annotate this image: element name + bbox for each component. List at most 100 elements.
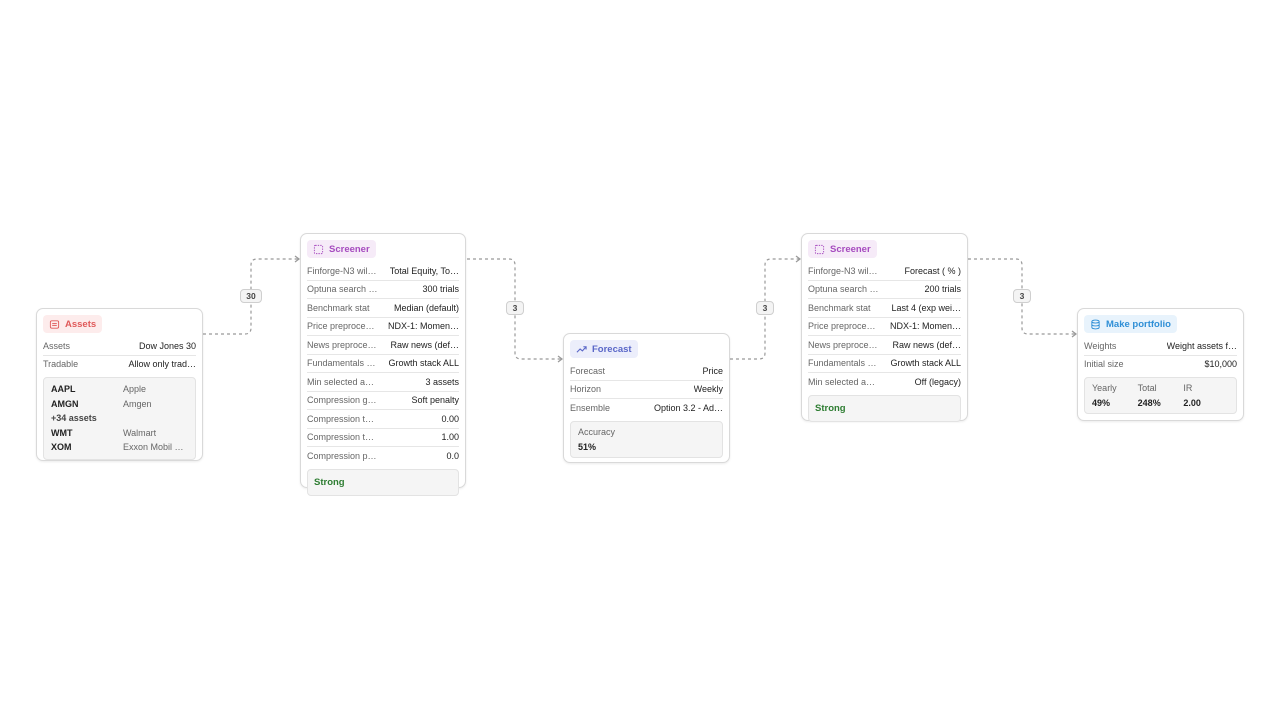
edge-count-badge: 3 <box>506 301 524 315</box>
param-key: Price preproce… <box>808 321 876 332</box>
assets-node-title: Assets <box>43 315 103 333</box>
param-key: News preproce… <box>307 339 377 350</box>
param-key: Min selected a… <box>808 376 876 387</box>
param-value: Raw news (def… <box>390 339 459 350</box>
param-value: Off (legacy) <box>914 376 961 387</box>
stat-value: 248% <box>1137 398 1161 408</box>
param-key: News preproce… <box>808 339 878 350</box>
node-title-label: Forecast <box>592 343 632 355</box>
param-key: Forecast <box>570 365 606 376</box>
param-row: Assets Dow Jones 30 <box>43 337 196 356</box>
param-key: Compression p… <box>307 450 377 461</box>
param-key: Compression t… <box>307 413 375 424</box>
param-value: NDX-1: Momen… <box>387 321 459 332</box>
param-key: Assets <box>43 340 71 351</box>
param-value: 3 assets <box>425 376 459 387</box>
param-row: Price preproce… NDX-1: Momen… <box>808 318 961 336</box>
node-title-label: Make portfolio <box>1106 318 1171 330</box>
param-row: Price preproce… NDX-1: Momen… <box>307 318 459 336</box>
param-key: Price preproce… <box>307 321 375 332</box>
param-key: Optuna search … <box>307 284 378 295</box>
param-value: Soft penalty <box>411 395 459 406</box>
param-value: 1.00 <box>441 432 459 443</box>
param-value: Dow Jones 30 <box>138 340 196 351</box>
param-key: Optuna search … <box>808 284 879 295</box>
asset-ticker: AMGN <box>51 398 79 409</box>
asset-ticker: XOM <box>51 442 72 453</box>
screener-node-title: Screener <box>307 240 376 258</box>
trend-up-icon <box>576 345 587 353</box>
param-row: Optuna search …300 trials <box>307 281 459 299</box>
stat-label: IR <box>1183 383 1193 393</box>
asset-name: Amgen <box>123 398 152 409</box>
list-item: XOM Exxon Mobil … <box>51 440 188 455</box>
metric-value: 51% <box>578 441 597 452</box>
param-row: Finforge-N3 wil… Total Equity, To… <box>307 262 459 281</box>
param-key: Finforge-N3 wil… <box>307 265 377 276</box>
param-key: Fundamentals … <box>808 358 877 369</box>
param-row: Compression g… Soft penalty <box>307 392 459 410</box>
param-row: Finforge-N3 wil…Forecast ( % ) <box>808 262 961 281</box>
param-value: Weekly <box>693 384 723 395</box>
arrowhead-icon <box>795 255 801 263</box>
param-value: NDX-1: Momen… <box>889 321 961 332</box>
param-value: 0.0 <box>446 450 459 461</box>
screener-node-1[interactable]: Screener Finforge-N3 wil… Total Equity, T… <box>300 233 466 496</box>
param-value: Forecast ( % ) <box>904 265 961 276</box>
param-value: Price <box>702 365 723 376</box>
arrowhead-icon <box>294 255 300 263</box>
param-value: Last 4 (exp wei… <box>891 302 961 313</box>
param-value: Growth stack ALL <box>890 358 961 369</box>
param-row: Compression t… 1.00 <box>307 429 459 447</box>
edge-count-badge: 30 <box>240 289 262 303</box>
param-key: Fundamentals … <box>307 358 376 369</box>
param-key: Tradable <box>43 359 79 370</box>
param-row: News preproce… Raw news (def… <box>307 336 459 355</box>
bank-icon <box>49 319 60 329</box>
portfolio-node-title: Make portfolio <box>1084 315 1177 333</box>
asset-name: Exxon Mobil … <box>123 442 184 453</box>
edge-count-badge: 3 <box>756 301 774 315</box>
list-item: AMGN Amgen <box>51 397 188 412</box>
param-row: Min selected a…3 assets <box>307 373 459 392</box>
param-key: Compression g… <box>307 395 377 406</box>
screener-node-title: Screener <box>808 240 877 258</box>
param-row: Fundamentals … Growth stack ALL <box>808 355 961 373</box>
forecast-node-title: Forecast <box>570 340 638 358</box>
param-value: $10,000 <box>1204 359 1237 370</box>
param-row: News preproce…Raw news (def… <box>808 336 961 355</box>
more-assets-link[interactable]: +34 assets <box>51 413 97 424</box>
edge-assets-screener1 <box>203 258 299 335</box>
screener-node-2[interactable]: Screener Finforge-N3 wil…Forecast ( % ) O… <box>801 233 968 422</box>
param-row: Horizon Weekly <box>570 381 723 399</box>
stat-value: 49% <box>1092 398 1111 408</box>
param-key: Horizon <box>570 384 602 395</box>
arrowhead-icon <box>1071 330 1077 338</box>
param-row: Benchmark stat Last 4 (exp wei… <box>808 299 961 318</box>
param-row: Forecast Price <box>570 362 723 381</box>
param-value: Growth stack ALL <box>388 358 459 369</box>
param-value: Total Equity, To… <box>389 265 459 276</box>
metric-label: Accuracy <box>578 426 616 437</box>
asset-name: Apple <box>123 384 147 395</box>
database-icon <box>1091 319 1100 329</box>
param-key: Weights <box>1084 340 1117 351</box>
param-key: Benchmark stat <box>808 302 871 313</box>
param-row: Min selected a… Off (legacy) <box>808 373 961 391</box>
param-key: Compression t… <box>307 432 375 443</box>
